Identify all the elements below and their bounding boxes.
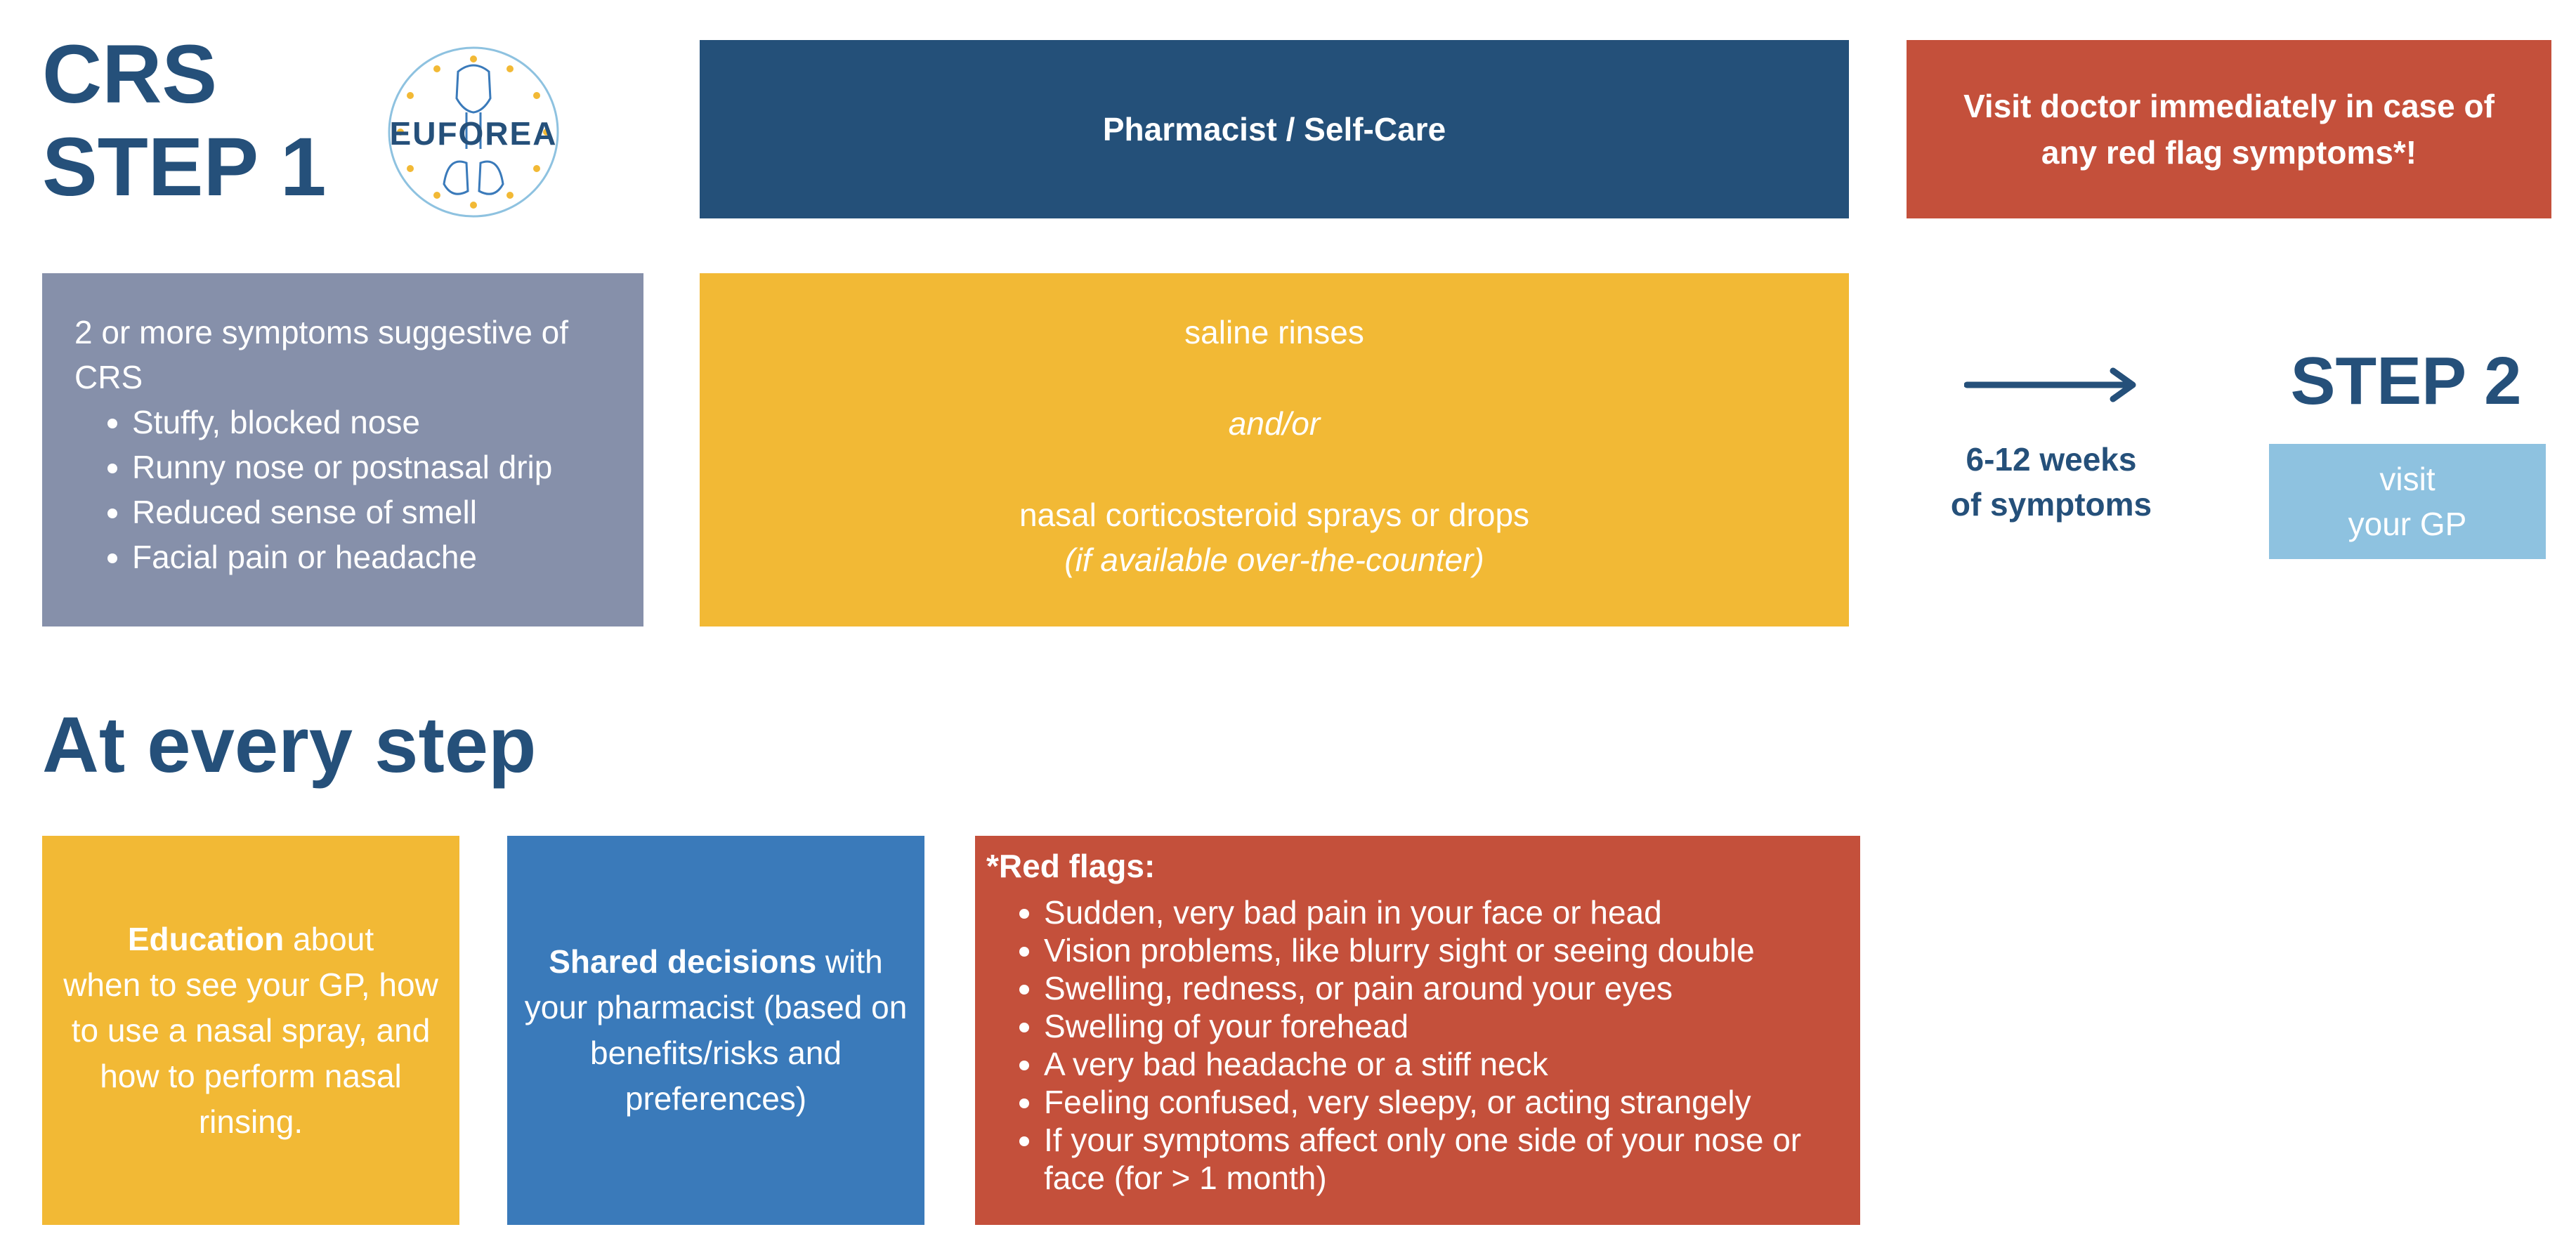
treatment-corticosteroid: nasal corticosteroid sprays or drops	[1019, 497, 1530, 533]
education-text: when to see your GP, how to use a nasal …	[63, 966, 438, 1140]
symptoms-intro: 2 or more symptoms suggestive of CRS	[74, 314, 569, 395]
symptoms-box: 2 or more symptoms suggestive of CRS Stu…	[42, 273, 643, 626]
treatment-otc-note: (if available over-the-counter)	[1064, 542, 1484, 578]
visit-doctor-warning: Visit doctor immediately in case of any …	[1907, 40, 2551, 218]
page-title: CRS STEP 1	[42, 28, 351, 214]
lungs-figure-icon: EUFOREA	[388, 46, 559, 218]
list-item: Stuffy, blocked nose	[132, 400, 611, 445]
title-line-step1: STEP 1	[42, 121, 327, 214]
treatment-saline: saline rinses	[1184, 314, 1364, 350]
red-flags-list: Sudden, very bad pain in your face or he…	[986, 893, 1839, 1197]
symptom-duration-label: 6-12 weeks of symptoms	[1911, 437, 2192, 527]
list-item: Reduced sense of smell	[132, 490, 611, 534]
treatment-box: saline rinses and/or nasal corticosteroi…	[700, 273, 1849, 626]
list-item: Facial pain or headache	[132, 534, 611, 579]
euforea-logo: EUFOREA	[385, 44, 562, 221]
education-about: about	[284, 920, 374, 957]
gp-line-2: your GP	[2348, 506, 2467, 542]
gp-line-1: visit	[2379, 461, 2436, 497]
list-item: If your symptoms affect only one side of…	[1044, 1121, 1839, 1197]
symptoms-list: Stuffy, blocked nose Runny nose or postn…	[74, 400, 611, 579]
at-every-step-heading: At every step	[42, 701, 537, 789]
pharmacist-self-care-header: Pharmacist / Self-Care	[700, 40, 1849, 218]
list-item: Runny nose or postnasal drip	[132, 445, 611, 490]
shared-decisions-box: Shared decisions with your pharmacist (b…	[507, 836, 924, 1225]
red-flags-box: *Red flags: Sudden, very bad pain in you…	[975, 836, 1860, 1225]
list-item: Swelling of your forehead	[1044, 1007, 1839, 1045]
visit-gp-box: visit your GP	[2269, 444, 2546, 559]
red-flags-title: *Red flags:	[986, 848, 1156, 884]
logo-wordmark: EUFOREA	[390, 115, 558, 152]
shared-with: with	[816, 943, 883, 980]
weeks-line-2: of symptoms	[1950, 486, 2152, 523]
shared-bold: Shared decisions	[549, 943, 817, 980]
arrow-right-icon	[1963, 367, 2140, 403]
title-line-crs: CRS	[42, 28, 218, 121]
list-item: Sudden, very bad pain in your face or he…	[1044, 893, 1839, 931]
shared-text: your pharmacist (based on benefits/risks…	[524, 989, 908, 1117]
education-bold: Education	[127, 920, 285, 957]
step2-title: STEP 2	[2290, 343, 2522, 419]
list-item: Feeling confused, very sleepy, or acting…	[1044, 1083, 1839, 1121]
treatment-and-or: and/or	[1228, 405, 1321, 442]
list-item: Swelling, redness, or pain around your e…	[1044, 969, 1839, 1007]
weeks-line: 6-12 weeks	[1966, 441, 2137, 478]
list-item: A very bad headache or a stiff neck	[1044, 1045, 1839, 1083]
list-item: Vision problems, like blurry sight or se…	[1044, 931, 1839, 969]
education-box: Education about when to see your GP, how…	[42, 836, 459, 1225]
